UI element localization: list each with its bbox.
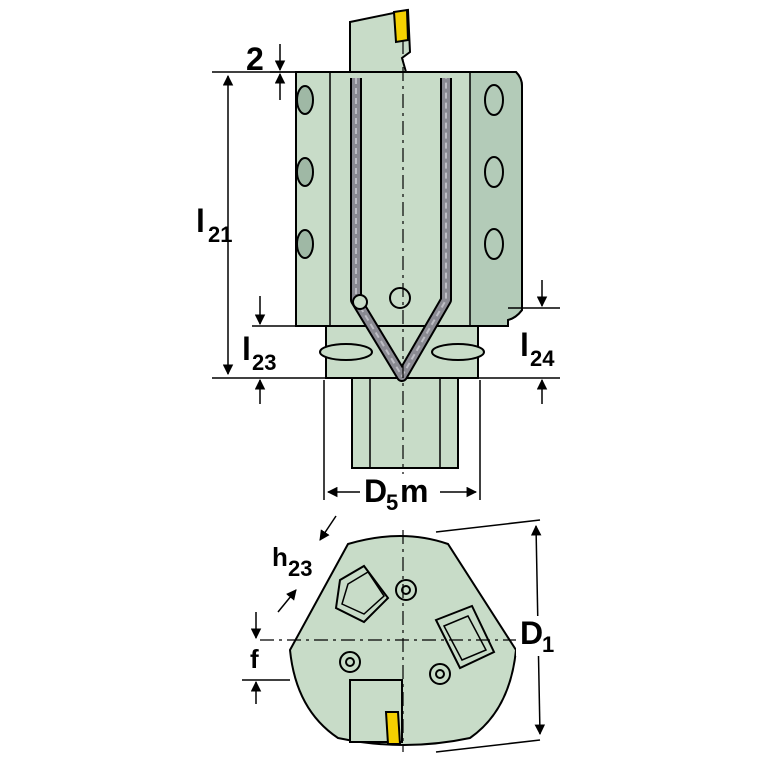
label-l24: l 24 <box>520 327 555 371</box>
label-l21: l 21 <box>196 203 232 247</box>
svg-text:l: l <box>242 331 251 367</box>
svg-text:l: l <box>196 203 205 239</box>
label-l23: l 23 <box>242 331 276 375</box>
coolant-channels <box>350 78 452 382</box>
svg-text:23: 23 <box>252 350 276 375</box>
svg-text:23: 23 <box>288 556 312 581</box>
label-dim-2: 2 <box>246 41 264 77</box>
side-view <box>295 8 523 490</box>
front-insert <box>384 711 402 745</box>
pocket-bottom <box>349 679 403 745</box>
front-view <box>260 530 530 752</box>
svg-text:l: l <box>520 327 529 363</box>
label-h23: h 23 <box>272 542 312 581</box>
svg-text:h: h <box>272 542 288 572</box>
label-d1: D 1 <box>516 615 562 657</box>
svg-text:21: 21 <box>208 222 232 247</box>
svg-text:5: 5 <box>386 490 398 515</box>
side-holes-left <box>296 85 314 259</box>
svg-text:D: D <box>520 615 543 651</box>
screw-holes <box>339 579 451 685</box>
svg-text:D: D <box>364 473 387 509</box>
head-flank <box>470 72 522 326</box>
label-f: f <box>250 644 259 674</box>
svg-text:m: m <box>400 473 428 509</box>
pocket-upper-left <box>334 564 390 624</box>
side-holes-right <box>484 84 504 260</box>
shank <box>351 377 459 469</box>
label-d5m: D 5 m <box>360 473 440 515</box>
pocket-right <box>434 604 496 670</box>
svg-text:24: 24 <box>530 346 555 371</box>
svg-text:1: 1 <box>542 632 554 657</box>
top-insert <box>392 8 410 44</box>
